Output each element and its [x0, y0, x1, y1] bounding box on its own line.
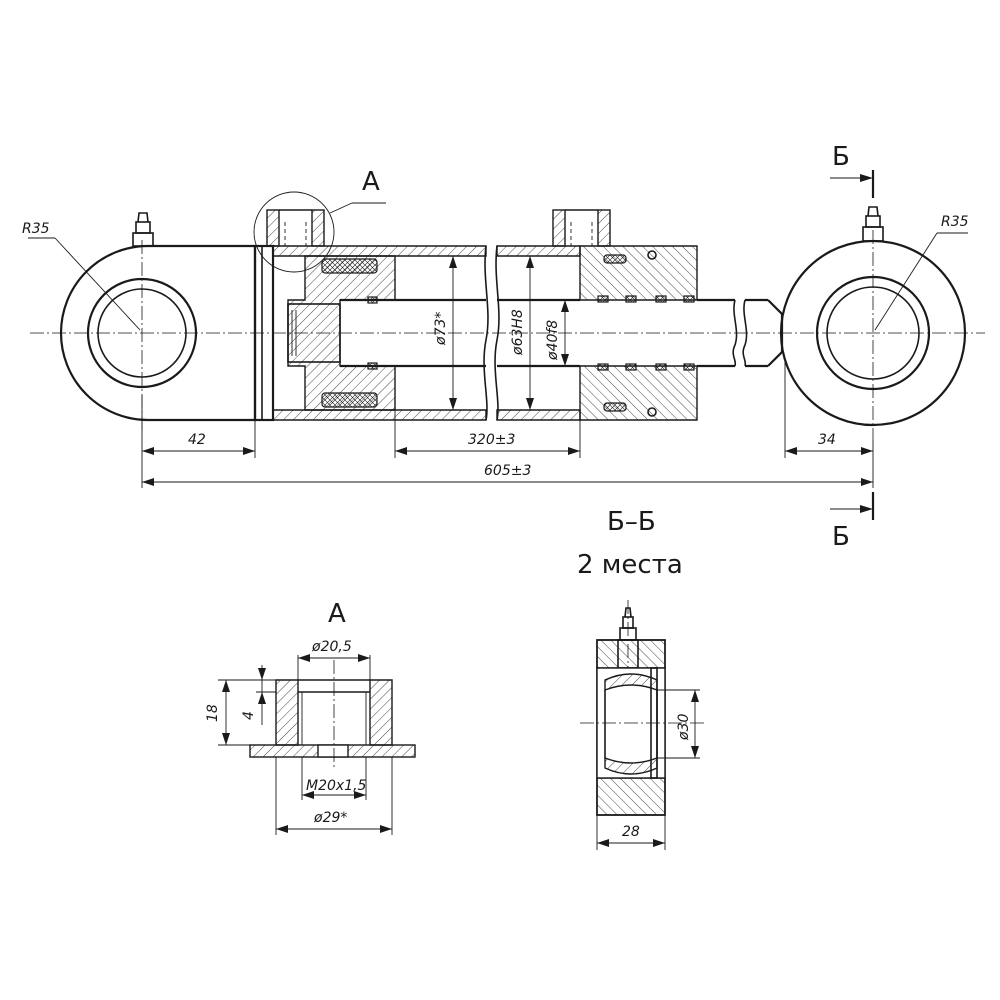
- section-mark-top: Б: [832, 142, 850, 172]
- break-lines: [483, 245, 748, 421]
- section-width: 28: [622, 824, 640, 840]
- left-eye-length-label: 42: [188, 432, 206, 448]
- detail-a-title: А: [328, 599, 346, 629]
- detail-a-outer-dia: ø29*: [313, 810, 347, 826]
- section-marks: Б Б: [830, 142, 875, 552]
- detail-a-view: А ø20,5 18 4: [205, 599, 416, 835]
- section-bearing-dia: ø30: [676, 714, 692, 741]
- detail-a-thread: M20x1,5: [306, 778, 367, 794]
- detail-a-height: 18: [205, 704, 221, 722]
- rod-dia-label: ø40f8: [545, 320, 561, 361]
- section-grease-nipple: [619, 600, 637, 668]
- detail-a-callout-circle: [253, 191, 335, 273]
- left-radius-label: R35: [22, 221, 50, 237]
- left-eye: R35: [22, 212, 257, 430]
- section-subtitle: 2 места: [577, 550, 683, 580]
- main-view: R35 А: [22, 142, 985, 552]
- bore-dia-label: ø63H8: [510, 309, 526, 356]
- right-radius-label: R35: [941, 214, 969, 230]
- detail-a-depth: 4: [241, 711, 257, 720]
- section-title: Б–Б: [607, 507, 656, 537]
- section-bb-view: ø30 28: [580, 600, 705, 850]
- left-grease-nipple: [132, 212, 154, 247]
- length-dims: 42 320±3 34 605±3: [141, 360, 874, 488]
- right-eye-length-label: 34: [818, 432, 836, 448]
- piston-rod: [340, 298, 784, 368]
- diameter-dims: ø73* ø63H8 ø40f8: [433, 256, 569, 410]
- right-eye: R35: [779, 206, 969, 440]
- piston-dia-label: ø73*: [433, 312, 449, 346]
- detail-a-top-dia: ø20,5: [311, 639, 352, 655]
- right-port: [552, 209, 611, 247]
- right-grease-nipple: [862, 206, 884, 242]
- gland: [579, 245, 698, 421]
- section-title-block: Б–Б 2 места: [577, 507, 683, 580]
- cylinder-tube-left: [272, 245, 487, 421]
- detail-a-callout-label: А: [362, 167, 380, 197]
- stroke-label: 320±3: [468, 432, 515, 448]
- piston: [287, 255, 396, 411]
- section-mark-bottom: Б: [832, 522, 850, 552]
- overall-length-label: 605±3: [484, 463, 531, 479]
